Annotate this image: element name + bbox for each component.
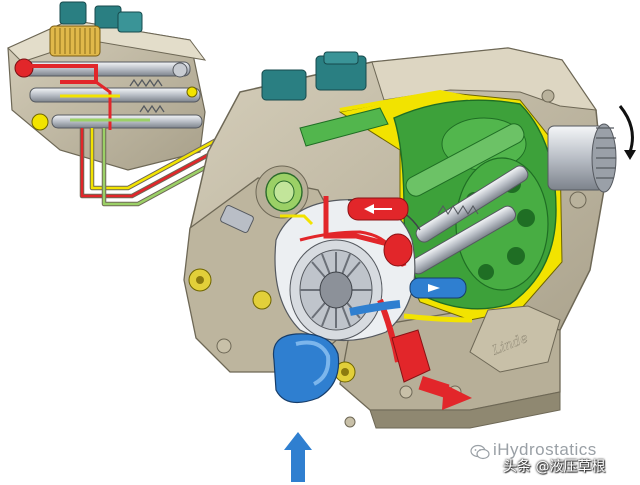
control-pistons <box>299 107 529 275</box>
watermark-author: 头条 @液压草根 <box>503 459 606 475</box>
high-pressure-path <box>299 196 472 410</box>
control-valve-block <box>7 1 207 171</box>
charge-pump-and-valve-plate <box>274 199 421 342</box>
watermark-brand: iHydrostatics <box>493 440 597 459</box>
inlet-arrow <box>284 432 312 482</box>
pressure-port <box>255 165 309 219</box>
side-cover: Linde <box>469 305 561 373</box>
outlet-arrow <box>418 376 472 410</box>
suction-path <box>272 277 467 482</box>
wechat-icon <box>470 444 490 460</box>
